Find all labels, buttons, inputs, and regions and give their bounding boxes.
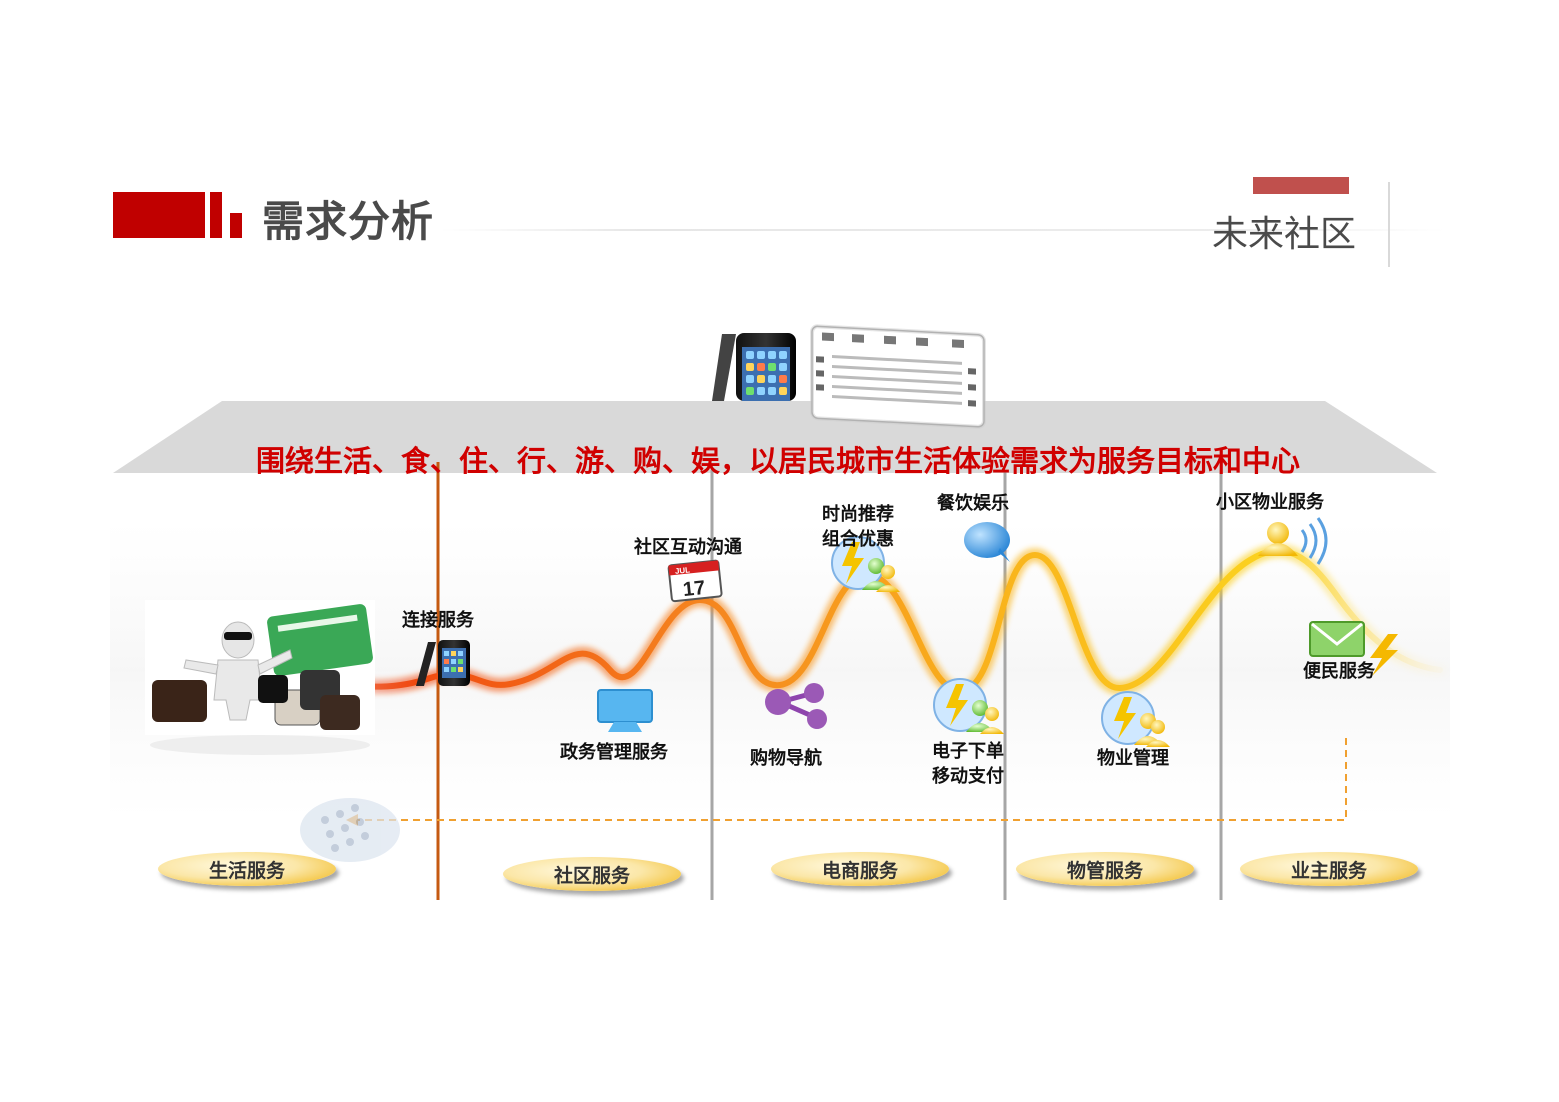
label-government-service: 政务管理服务	[560, 741, 668, 765]
calendar-icon: JUL 17	[668, 560, 722, 602]
category-owner-service: 业主服务	[1240, 852, 1418, 886]
calendar-month: JUL	[675, 565, 691, 576]
label-combo-discount: 组合优惠	[822, 528, 894, 552]
category-property-service: 物管服务	[1016, 852, 1194, 886]
category-ecommerce-service: 电商服务	[771, 852, 949, 886]
label-fashion-recommend: 时尚推荐	[822, 503, 894, 527]
label-mobile-payment: 移动支付	[932, 765, 1004, 789]
category-community-service: 社区服务	[503, 857, 681, 891]
shopper-image	[145, 600, 375, 755]
label-convenience-service: 便民服务	[1303, 660, 1375, 684]
calendar-day: 17	[682, 577, 706, 601]
label-dining-entertainment: 餐饮娱乐	[937, 492, 1009, 516]
category-life-service: 生活服务	[158, 852, 336, 886]
keypad-image	[300, 798, 400, 862]
label-e-order: 电子下单	[932, 740, 1004, 764]
label-shopping-navigation: 购物导航	[750, 747, 822, 771]
label-property-management: 物业管理	[1097, 747, 1169, 771]
label-community-property-service: 小区物业服务	[1216, 491, 1324, 515]
label-connect-service: 连接服务	[402, 609, 474, 633]
label-community-interaction: 社区互动沟通	[634, 536, 742, 560]
banner-text: 围绕生活、食、住、行、游、购、娱，以居民城市生活体验需求为服务目标和中心	[256, 438, 1300, 480]
